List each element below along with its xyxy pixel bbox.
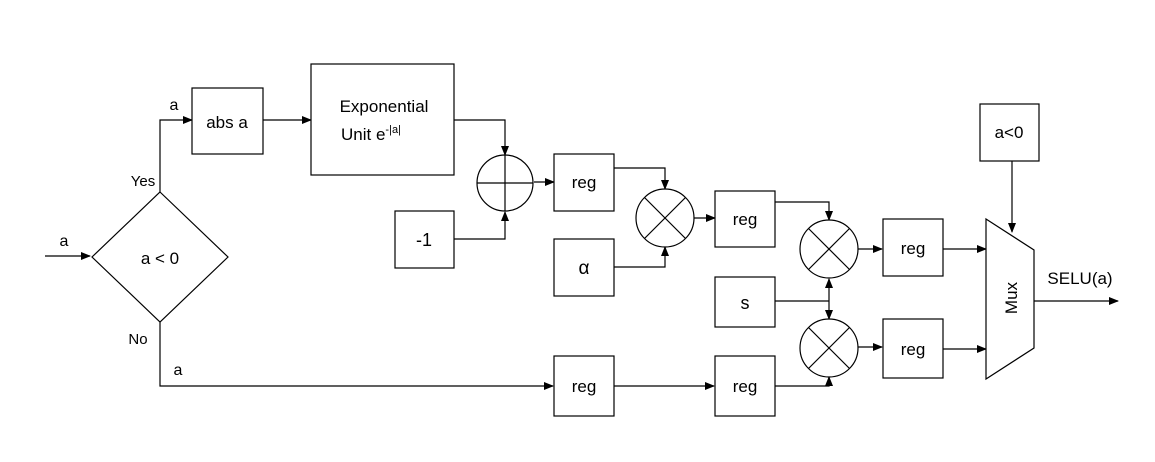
s-label: s: [741, 293, 750, 313]
mux-select-block: [979, 103, 1040, 162]
exp-block-base: Unit e: [341, 125, 385, 144]
no-branch-label: a: [174, 362, 183, 379]
wire-reg1-to-mult1: [614, 167, 669, 190]
alpha-label: α: [579, 258, 590, 279]
input-label: a: [60, 233, 69, 250]
yes-branch-label: a: [170, 97, 179, 114]
minus-one-block: [394, 210, 455, 269]
reg-4-block: [882, 218, 944, 277]
wire-exp-to-adder: [454, 119, 509, 156]
wire-yes-to-abs: [159, 116, 193, 192]
yes-label: Yes: [131, 173, 155, 190]
reg-1-block: [553, 153, 615, 212]
reg-2-label: reg: [733, 210, 758, 229]
wire-reg2-to-mult2: [775, 201, 833, 221]
reg-3b-block: [714, 355, 776, 417]
exp-block-line2: Unit e-|a|: [341, 124, 401, 144]
no-label: No: [128, 331, 147, 348]
mult-3-cross-b: [808, 327, 850, 369]
output-label: SELU(a): [1047, 269, 1112, 288]
reg-2-block: [714, 190, 776, 248]
exponential-unit-block: [310, 63, 455, 176]
reg-3a-label: reg: [572, 377, 597, 396]
mux-select-label: a<0: [995, 123, 1024, 142]
reg-4-label: reg: [901, 239, 926, 258]
abs-block: [191, 87, 264, 155]
exp-block-exponent: -|a|: [385, 124, 401, 136]
decision-label: a < 0: [141, 249, 179, 268]
s-block: [714, 276, 776, 328]
reg-5-label: reg: [901, 340, 926, 359]
wire-reg3b-to-mult3: [775, 376, 833, 387]
abs-block-label: abs a: [206, 113, 248, 132]
wire-no-to-reg3a: [159, 322, 554, 390]
mux-label: Mux: [1002, 281, 1021, 314]
decision-diamond: [91, 191, 229, 323]
reg-5-block: [882, 318, 944, 379]
wires: [45, 116, 1119, 390]
wire-alpha-to-mult1: [614, 246, 669, 268]
mult-1-cross-b: [644, 197, 686, 239]
exp-block-line1: Exponential: [340, 97, 429, 116]
wire-minus1-to-adder: [454, 211, 509, 240]
alpha-block: [553, 238, 615, 297]
minus-one-label: -1: [416, 230, 432, 250]
reg-3a-block: [553, 355, 615, 417]
mux-trapezoid: [985, 217, 1035, 381]
mult-2-cross-b: [808, 228, 850, 270]
reg-3b-label: reg: [733, 377, 758, 396]
reg-1-label: reg: [572, 173, 597, 192]
